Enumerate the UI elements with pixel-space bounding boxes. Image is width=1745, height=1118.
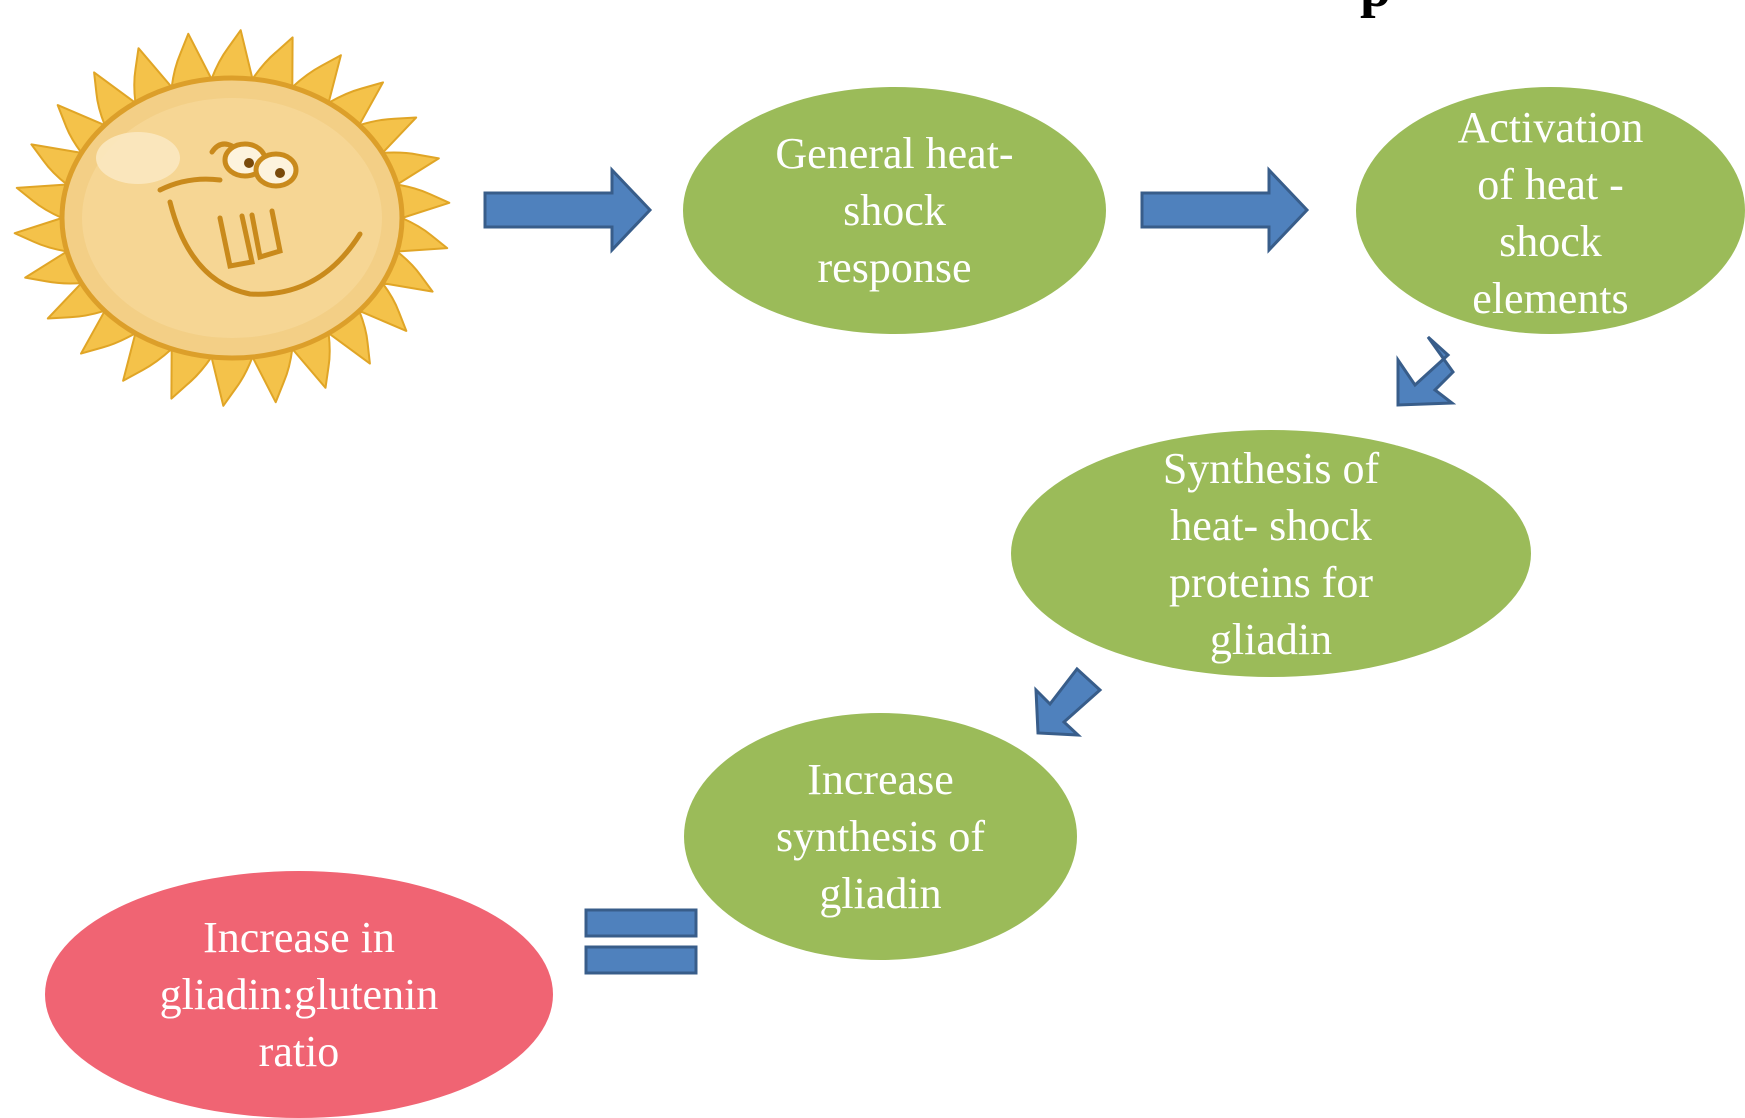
sun-rays bbox=[13, 29, 451, 407]
smiling-sun-icon bbox=[13, 29, 451, 407]
node-activation-of-heat-shock-elements: Activation of heat - shock elements bbox=[1356, 87, 1745, 334]
arrow-activation-to-synthesis bbox=[1396, 335, 1457, 407]
node-label: Increase synthesis of gliadin bbox=[776, 755, 985, 918]
node-label: Synthesis of heat- shock proteins for gl… bbox=[1162, 443, 1380, 664]
equals-sign-bottom-bar bbox=[584, 945, 698, 975]
node-synthesis-of-heat-shock-proteins: Synthesis of heat- shock proteins for gl… bbox=[1011, 430, 1531, 677]
node-label: Increase in gliadin:glutenin ratio bbox=[159, 913, 439, 1076]
arrow-sun-to-heat-shock-response bbox=[483, 166, 653, 254]
equals-sign-top-bar bbox=[584, 908, 698, 938]
node-general-heat-shock-response: General heat- shock response bbox=[683, 87, 1106, 334]
arrow-synthesis-to-increase-synthesis bbox=[1034, 666, 1103, 737]
node-increase-synthesis-of-gliadin: Increase synthesis of gliadin bbox=[684, 713, 1077, 960]
node-label: Activation of heat - shock elements bbox=[1457, 102, 1644, 323]
node-label: General heat- shock response bbox=[775, 129, 1014, 292]
node-increase-in-gliadin-glutenin-ratio: Increase in gliadin:glutenin ratio bbox=[45, 871, 553, 1118]
title-fragment: p bbox=[1360, 0, 1391, 20]
arrow-heat-shock-response-to-activation bbox=[1140, 166, 1310, 254]
